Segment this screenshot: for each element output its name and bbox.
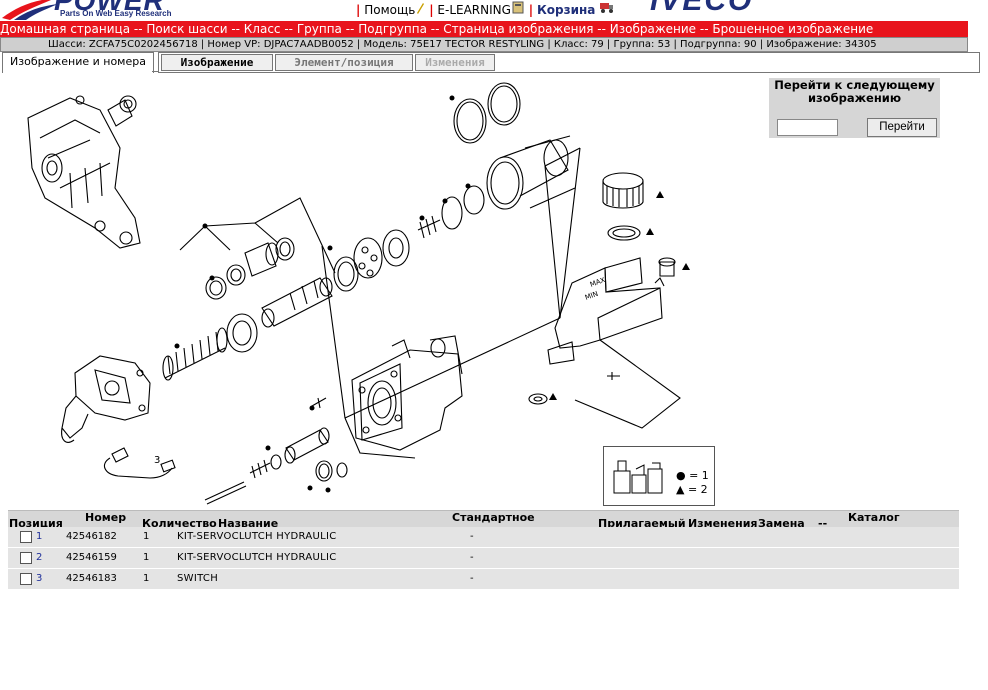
tab-divider bbox=[152, 71, 158, 72]
row-name: KIT-SERVOCLUTCH HYDRAULIC bbox=[177, 531, 337, 542]
cart-link[interactable]: Корзина bbox=[536, 3, 596, 17]
symbol-legend: ● = 1 ▲ = 2 bbox=[603, 446, 715, 506]
row-part-number: 42546159 bbox=[66, 552, 117, 563]
logo-tagline: Parts On Web Easy Research bbox=[60, 9, 172, 18]
table-row[interactable]: 2 42546159 1 KIT-SERVOCLUTCH HYDRAULIC - bbox=[8, 548, 959, 569]
col-number: Номер bbox=[85, 511, 127, 524]
piston-parts bbox=[270, 427, 348, 482]
row-quantity: 1 bbox=[143, 531, 150, 542]
top-nav: | Помощь | E-LEARNING | Корзина bbox=[356, 0, 615, 18]
top-rings bbox=[453, 82, 576, 210]
col-dash: -- bbox=[818, 517, 828, 530]
fluid-reservoir bbox=[528, 172, 681, 429]
logo-brand: POWER bbox=[54, 0, 165, 16]
subtab-image[interactable]: Изображение bbox=[161, 54, 273, 71]
vehicle-info-bar: Шасси: ZCFA75C0202456718 | Номер VP: DJP… bbox=[0, 37, 968, 52]
reservoir-max-label: MAX bbox=[589, 276, 607, 289]
table-row[interactable]: 1 42546182 1 KIT-SERVOCLUTCH HYDRAULIC - bbox=[8, 527, 959, 548]
goto-title: Перейти к следующему изображению bbox=[774, 78, 935, 105]
row-checkbox[interactable] bbox=[20, 531, 32, 543]
springs bbox=[162, 215, 441, 479]
pencil-icon bbox=[417, 3, 425, 14]
vehicle-info: Шасси: ZCFA75C0202456718 | Номер VP: DJP… bbox=[48, 39, 877, 50]
iveco-logo: IVECO bbox=[650, 0, 754, 17]
row-quantity: 1 bbox=[143, 573, 150, 584]
table-header: Позиция Номер Количество Название Станда… bbox=[8, 510, 959, 530]
col-replacement: Замена bbox=[758, 517, 805, 530]
goto-next-image-panel: Перейти к следующему изображению Перейти bbox=[769, 78, 940, 138]
row-standard: - bbox=[470, 552, 474, 563]
nav-separator: | bbox=[356, 3, 361, 17]
main-housing bbox=[311, 335, 463, 451]
goto-input[interactable] bbox=[777, 119, 838, 136]
nav-separator: | bbox=[429, 3, 434, 17]
leader-lines bbox=[179, 147, 581, 459]
breadcrumb[interactable]: Домашная страница -- Поиск шасси -- Клас… bbox=[0, 21, 968, 37]
legend-triangle: ▲ = 2 bbox=[676, 483, 708, 496]
col-attached: Прилагаемый bbox=[598, 517, 686, 530]
row-name: SWITCH bbox=[177, 573, 219, 584]
legend-dot: ● = 1 bbox=[676, 469, 709, 482]
lever-cylinder bbox=[61, 355, 151, 443]
subtab-element-position[interactable]: Элемент/позиция bbox=[275, 54, 413, 71]
row-position[interactable]: 3 bbox=[36, 573, 43, 584]
reservoir-min-label: MIN bbox=[584, 290, 599, 302]
table-row[interactable]: 3 42546183 1 SWITCH - bbox=[8, 569, 959, 590]
push-rod bbox=[204, 481, 247, 505]
nav-separator: | bbox=[528, 3, 534, 17]
col-standard: Стандартное bbox=[452, 511, 535, 524]
goto-button[interactable]: Перейти bbox=[867, 118, 937, 137]
servo-assembly-top-left bbox=[27, 95, 141, 249]
elearning-link[interactable]: E-LEARNING bbox=[437, 3, 511, 17]
wire-harness bbox=[103, 447, 176, 479]
callout-3: 3 bbox=[154, 455, 160, 466]
callout-triangles bbox=[549, 191, 690, 400]
col-catalog: Каталог bbox=[848, 511, 900, 524]
callout-dots bbox=[174, 95, 471, 493]
kit-icon bbox=[613, 460, 663, 494]
row-standard: - bbox=[470, 573, 474, 584]
col-changes: Изменения bbox=[688, 517, 758, 530]
parts-table: Позиция Номер Количество Название Станда… bbox=[8, 510, 959, 590]
seal-rings bbox=[205, 237, 333, 353]
row-name: KIT-SERVOCLUTCH HYDRAULIC bbox=[177, 552, 337, 563]
row-part-number: 42546183 bbox=[66, 573, 117, 584]
row-standard: - bbox=[470, 531, 474, 542]
subtab-bar: Изображение Элемент/позиция Изменения bbox=[158, 52, 980, 73]
row-position[interactable]: 1 bbox=[36, 531, 43, 542]
row-part-number: 42546182 bbox=[66, 531, 117, 542]
col-quantity: Количество bbox=[142, 517, 217, 530]
col-position: Позиция bbox=[9, 517, 63, 530]
plates bbox=[333, 185, 485, 292]
exploded-parts-drawing[interactable]: MAX MIN 3 bbox=[0, 78, 760, 508]
col-name: Название bbox=[218, 517, 279, 530]
power-logo[interactable]: POWER Parts On Web Easy Research bbox=[0, 0, 172, 20]
row-position[interactable]: 2 bbox=[36, 552, 43, 563]
row-checkbox[interactable] bbox=[20, 573, 32, 585]
help-link[interactable]: Помощь bbox=[364, 3, 416, 17]
swoosh-icon bbox=[2, 0, 58, 20]
book-icon bbox=[512, 1, 524, 14]
row-checkbox[interactable] bbox=[20, 552, 32, 564]
row-quantity: 1 bbox=[143, 552, 150, 563]
tab-image-and-numbers[interactable]: Изображение и номера bbox=[2, 52, 154, 73]
truck-icon bbox=[600, 3, 614, 13]
subtab-changes: Изменения bbox=[415, 54, 495, 71]
